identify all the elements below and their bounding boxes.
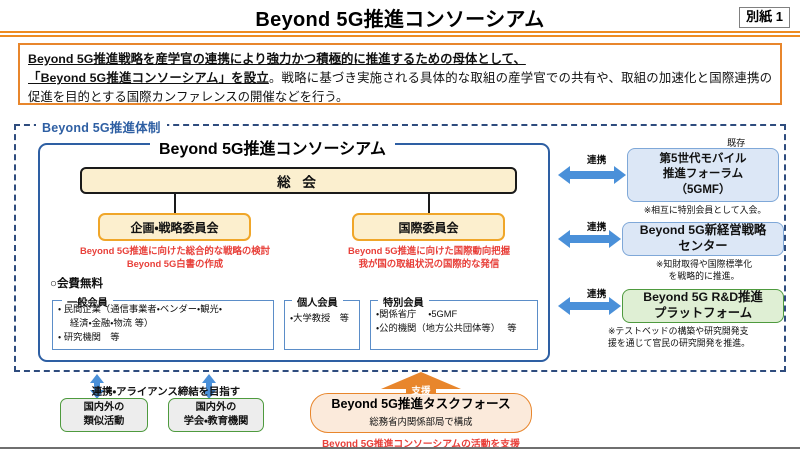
general-member-line-1: ・ 民間企業（通信事業者・ベンダー・観光・ <box>58 304 222 314</box>
individual-member-line-1: ・大学教授 等 <box>290 313 349 323</box>
partner-5gmf-line3: （5GMF） <box>675 183 731 196</box>
partner-5gmf-note: ※相互に特別会員として入会。 <box>643 205 767 215</box>
partner-5gmf-node[interactable]: 第5世代モバイル 推進フォーラム （5GMF） <box>627 148 779 202</box>
individual-member-group-label: 個人会員 <box>292 294 343 309</box>
international-committee-caption-line2: 我が国の取組状況の国際的な発信 <box>358 257 500 269</box>
academic-institutions-line1: 国内外の <box>195 402 237 414</box>
similar-activities-line1: 国内外の <box>83 402 125 414</box>
special-member-line-2: ・公的機関（地方公共団体等） 等 <box>376 322 517 333</box>
special-member-group-label: 特別会員 <box>378 294 429 309</box>
page-header: Beyond 5G推進コンソーシアム 別紙 1 <box>0 0 800 34</box>
free-membership-fee-label: ○会費無料 <box>50 278 103 290</box>
link-label-strategy-center: 連携 <box>587 222 607 233</box>
similar-activities-node[interactable]: 国内外の 類似活動 <box>60 398 148 432</box>
link-label-rd-platform: 連携 <box>587 289 607 300</box>
summary-underline-1: Beyond 5G推進戦略を産学官の連携により強力かつ積極的に推進するための母体… <box>28 52 526 66</box>
support-arrow-icon: 支援 <box>381 372 461 400</box>
summary-underline-2: 「Beyond 5G推進コンソーシアム」を設立 <box>28 71 269 86</box>
double-arrow-strategy-center-icon <box>558 230 621 248</box>
header-rule-top <box>0 31 800 33</box>
special-member-line-1: ・関係省庁 ・5GMF <box>376 309 458 319</box>
special-member-group-body: ・関係省庁 ・5GMF ・公的機関（地方公共団体等） 等 <box>376 308 536 336</box>
taskforce-note: Beyond 5G推進コンソーシアムの活動を支援 <box>322 439 520 450</box>
promotion-system-label: Beyond 5G推進体制 <box>36 117 167 136</box>
page-title: Beyond 5G推進コンソーシアム <box>255 9 545 31</box>
general-member-line-3: ・ 研究機関 等 <box>58 331 120 342</box>
general-member-group-label: 一般会員 <box>62 294 113 309</box>
partner-strategy-center-line1: Beyond 5G新経営戦略 <box>639 223 767 238</box>
similar-activities-line2: 類似活動 <box>83 416 125 427</box>
partner-rd-platform-note-line1: ※テストベッドの構築や研究開発支 <box>608 326 749 336</box>
partner-strategy-center-note: ※知財取得や国際標準化 を戦略的に推進。 <box>618 258 790 282</box>
promotion-system-frame <box>14 124 786 372</box>
support-arrow-label: 支援 <box>411 386 431 397</box>
general-member-group-body: ・ 民間企業（通信事業者・ベンダー・観光・ 経済・金融・物流 等） ・ 研究機関… <box>58 303 270 345</box>
planning-committee-caption-line2: Beyond 5G白書の作成 <box>126 257 224 269</box>
summary-callout: Beyond 5G推進戦略を産学官の連携により強力かつ積極的に推進するための母体… <box>18 43 782 105</box>
partner-rd-platform-note-line2: 援を通じて官民の研究開発を推進。 <box>608 338 750 349</box>
down-arrow-similar-activities-icon <box>90 382 104 399</box>
academic-institutions-line2: 学会・教育機関 <box>183 416 249 427</box>
double-arrow-rd-platform-icon <box>558 297 621 315</box>
partner-strategy-center-line2: センター <box>678 239 728 253</box>
down-arrow-academic-institutions-icon <box>202 382 216 399</box>
partner-rd-platform-node[interactable]: Beyond 5G R&D推進 プラットフォーム <box>622 289 784 323</box>
connector-line-left <box>174 194 176 213</box>
partner-strategy-center-node[interactable]: Beyond 5G新経営戦略 センター <box>622 222 784 256</box>
general-assembly-node[interactable]: 総 会 <box>80 167 517 194</box>
taskforce-node[interactable]: Beyond 5G推進タスクフォース 総務省内関係部局で構成 <box>310 393 532 433</box>
partner-strategy-center-note-line1: ※知財取得や国際標準化 <box>655 259 753 269</box>
taskforce-subtitle: 総務省内関係部局で構成 <box>369 415 473 427</box>
connector-line-right <box>428 194 430 213</box>
individual-member-group-body: ・大学教授 等 <box>290 312 360 326</box>
double-arrow-5gmf-icon <box>558 166 626 184</box>
partner-rd-platform-note: ※テストベッドの構築や研究開発支 援を通じて官民の研究開発を推進。 <box>608 325 798 349</box>
summary-rest: 。戦略に基づき実施される具体的な取組の産学官での共有や、取組の加速化と国際連携の… <box>28 71 772 105</box>
partner-rd-platform-line2: プラットフォーム <box>653 306 752 320</box>
planning-committee-caption: Beyond 5G推進に向けた総合的な戦略の検討 Beyond 5G白書の作成 <box>62 245 288 271</box>
academic-institutions-node[interactable]: 国内外の 学会・教育機関 <box>168 398 264 432</box>
alliance-goal-label: 連携・アライアンス締結を目指す <box>91 387 241 398</box>
consortium-title: Beyond 5G推進コンソーシアム <box>150 135 396 159</box>
planning-strategy-committee-node[interactable]: 企画・戦略委員会 <box>98 213 251 241</box>
international-committee-caption-line1: Beyond 5G推進に向けた国際動向把握 <box>348 245 510 256</box>
existing-tag: 既存 <box>727 138 746 148</box>
general-member-line-2: 経済・金融・物流 等） <box>58 317 154 328</box>
taskforce-title: Beyond 5G推進タスクフォース <box>331 397 511 411</box>
footer-rule <box>0 447 800 449</box>
partner-strategy-center-note-line2: を戦略的に推進。 <box>668 271 740 282</box>
partner-5gmf-line1: 第5世代モバイル <box>659 152 747 165</box>
international-committee-node[interactable]: 国際委員会 <box>352 213 505 241</box>
partner-rd-platform-line1: Beyond 5G R&D推進 <box>643 290 763 305</box>
header-rule-bottom <box>0 35 800 37</box>
link-label-5gmf: 連携 <box>587 155 607 166</box>
partner-5gmf-line2: 推進フォーラム <box>662 168 744 181</box>
sheet-number-badge: 別紙 1 <box>739 7 790 29</box>
planning-committee-caption-line1: Beyond 5G推進に向けた総合的な戦略の検討 <box>79 245 271 256</box>
international-committee-caption: Beyond 5G推進に向けた国際動向把握 我が国の取組状況の国際的な発信 <box>318 245 540 271</box>
